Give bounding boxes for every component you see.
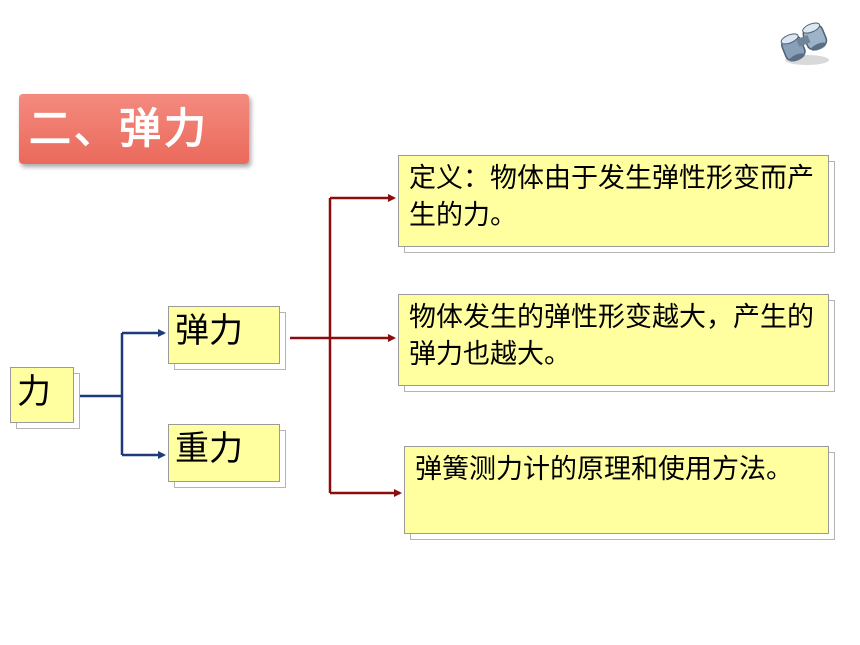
node-spring-scale: 弹簧测力计的原理和使用方法。 [404,446,829,534]
node-definition: 定义：物体由于发生弹性形变而产生的力。 [398,155,829,247]
node-deformation-relation: 物体发生的弹性形变越大，产生的弹力也越大。 [398,294,829,386]
red-branch-connector [290,194,402,497]
section-title: 二、弹力 [19,94,249,164]
blue-branch-connector [76,329,166,459]
node-force: 力 [10,367,74,423]
node-gravity: 重力 [168,424,280,482]
binoculars-icon [780,22,829,65]
node-elastic-force: 弹力 [168,306,280,364]
